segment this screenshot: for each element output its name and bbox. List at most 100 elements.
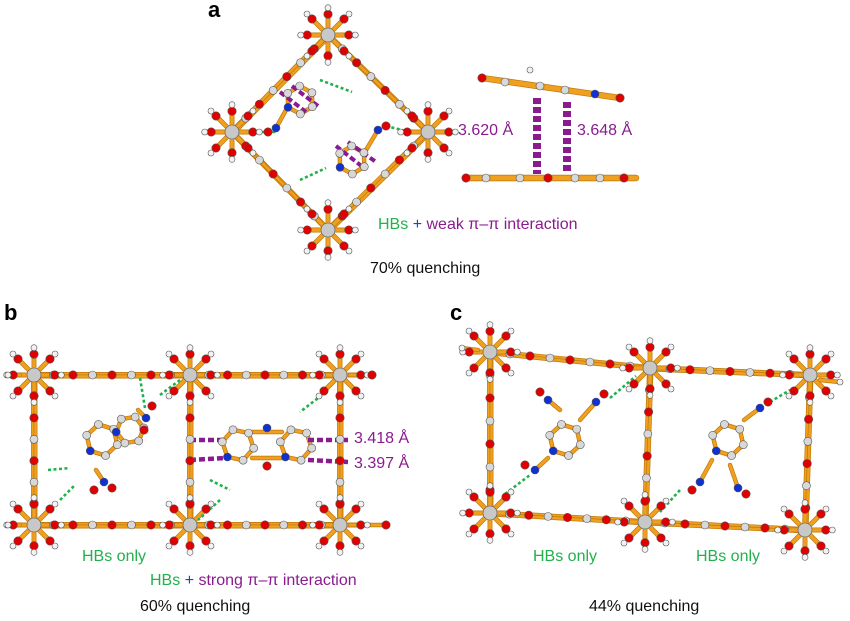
oxygen-atom [477,73,487,83]
carbon-atom [244,428,253,438]
hydrogen-atom [507,488,515,496]
oxygen-atom [344,30,354,40]
oxygen-atom [201,536,211,546]
oxygen-atom [351,354,361,364]
carbon-atom [127,370,136,380]
oxygen-atom [29,499,39,509]
oxygen-atom [13,504,23,514]
oxygen-atom [282,72,292,82]
oxygen-atom [169,386,179,396]
oxygen-atom [185,349,195,359]
hydrogen-atom [255,128,263,136]
oxygen-atom [380,85,390,95]
metal-atom [332,367,348,383]
nitrogen-atom [548,446,558,456]
hydrogen-atom [159,521,166,529]
metal-atom [26,367,42,383]
hydrogen-atom [833,371,841,379]
nitrogen-atom [373,125,383,135]
hydrogen-atom [51,500,59,508]
carbon-atom [295,81,304,91]
oxygen-atom [206,520,216,530]
nitrogen-atom [281,452,290,462]
panel-b-quenching: 60% quenching [140,598,251,615]
panel-a-distance-1: 3.620 Å [458,122,514,139]
oxygen-atom [629,379,639,389]
oxygen-atom [645,384,655,394]
hydrogen-atom [507,327,515,335]
carbon-atom [29,434,39,444]
oxygen-atom [629,347,639,357]
carbon-atom [380,169,390,179]
oxygen-atom [535,387,545,397]
panel-a-hb-text: HBs [378,216,409,233]
oxygen-atom [605,359,615,369]
hydrogen-atom [357,500,365,508]
oxygen-atom [339,14,349,24]
oxygen-atom [444,127,454,137]
carbon-atom [94,420,103,429]
oxygen-atom [645,342,655,352]
oxygen-atom [45,504,55,514]
hydrogen-atom [785,350,793,358]
nitrogen-atom [271,123,281,133]
oxygen-atom [335,391,345,401]
hydrogen-atom [345,205,353,213]
oxygen-atom [107,370,117,380]
oxygen-atom [302,225,312,235]
oxygen-atom [227,148,237,158]
carbon-atom [286,425,296,435]
hydrogen-atom [165,542,173,550]
oxygen-atom [335,541,345,551]
carbon-atom [535,81,545,91]
oxygen-atom [741,489,751,499]
oxygen-atom [802,459,812,469]
panel-b-plus: + [184,572,195,589]
hydrogen-atom [336,398,344,406]
hydrogen-atom [309,371,317,379]
oxygen-atom [29,413,39,423]
carbon-atom [335,148,345,158]
framework-bonds [5,11,843,554]
carbon-atom [500,77,510,87]
carbon-atom [352,197,361,207]
hydrogen-atom [806,344,814,352]
oxygen-atom [763,397,773,407]
oxygen-atom [599,389,609,399]
nitrogen-atom [141,413,151,423]
carbon-atom [595,173,605,183]
hydrogen-atom [186,398,194,406]
carbon-atom [557,420,566,429]
oxygen-atom [185,541,195,551]
metal-atom [482,505,498,521]
oxygen-atom [201,354,211,364]
carbon-atom [279,520,289,530]
oxygen-atom [223,370,233,380]
hydrogen-atom [186,344,194,352]
hydrogen-atom [9,500,17,508]
oxygen-atom [335,499,345,509]
nitrogen-atom [530,465,540,475]
nitrogen-atom [755,403,765,413]
carbon-atom [130,412,140,422]
oxygen-atom [206,370,216,380]
oxygen-atom [50,370,60,380]
carbon-atom [241,370,251,380]
hydrogen-atom [201,128,208,136]
oxygen-atom [439,111,449,121]
oxygen-atom [464,347,474,357]
oxygen-atom [344,225,354,235]
oxygen-atom [268,169,278,179]
hydrogen-atom [303,247,311,255]
oxygen-atom [29,541,39,551]
oxygen-atom [784,370,794,380]
oxygen-atom [297,370,307,380]
oxygen-atom [469,363,479,373]
carbon-atom [335,434,345,444]
panel-c-letter: c [450,300,463,325]
oxygen-atom [644,407,654,417]
carbon-atom [727,451,736,460]
panel-c-hbs-only-left: HBs only [533,548,598,565]
hydrogen-bond [609,375,637,399]
hydrogen-atom [309,521,317,529]
